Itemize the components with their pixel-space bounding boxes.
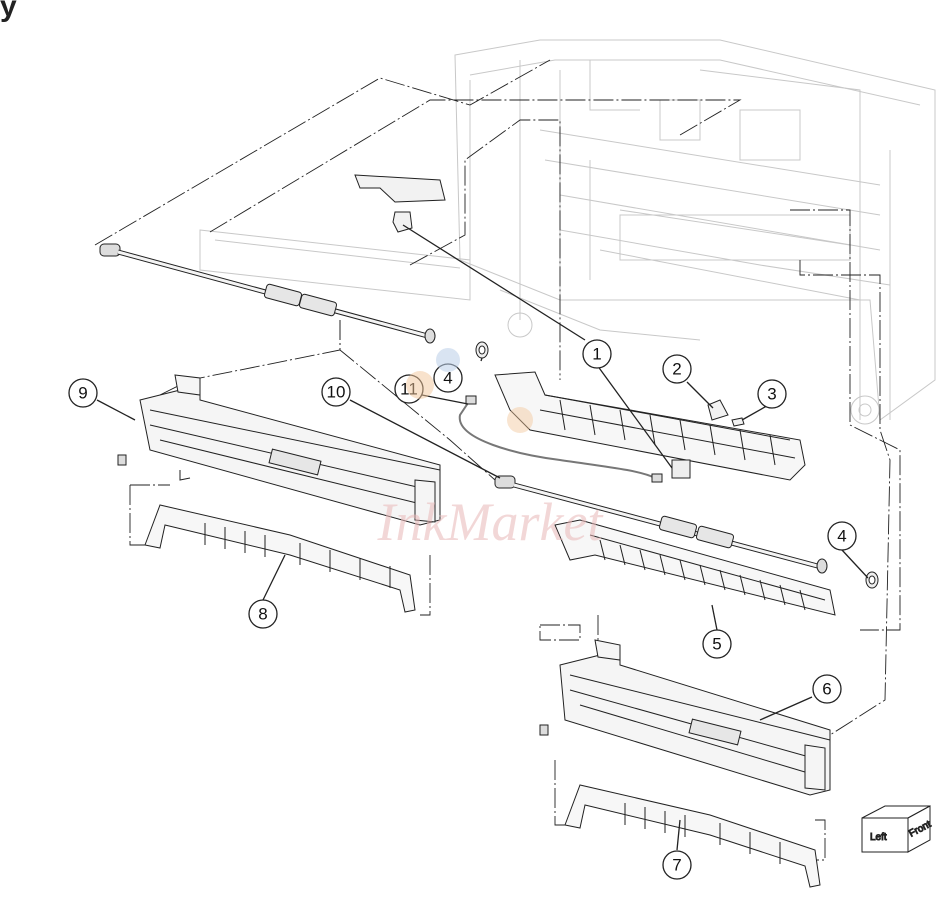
callout-label-1: 1	[592, 345, 601, 364]
lower-roller-shaft	[494, 475, 828, 574]
exit-assembly-left	[117, 374, 441, 526]
callout-label-9: 9	[78, 384, 87, 403]
callout-label-4b: 4	[837, 527, 846, 546]
bushing-upper	[475, 341, 489, 359]
paper-guide-lower	[554, 519, 836, 616]
callout-circle-7	[662, 850, 692, 880]
callout-circle-2	[662, 354, 692, 384]
paper-guide-upper	[494, 371, 806, 481]
watermark-text: InkMarket	[377, 492, 605, 552]
callout-circle-10	[321, 377, 351, 407]
callout-label-3: 3	[767, 385, 776, 404]
sensor-2	[707, 399, 729, 421]
watermark: InkMarket	[377, 348, 605, 552]
callout-label-8: 8	[258, 605, 267, 624]
orientation-left-label: Left	[870, 832, 887, 843]
callout-circle-3	[757, 379, 787, 409]
upper-roller-shaft	[99, 243, 436, 344]
callout-circle-9	[68, 378, 98, 408]
cover-left	[144, 504, 416, 613]
callout-label-6: 6	[822, 680, 831, 699]
orientation-cube: Left Front	[861, 805, 934, 853]
exit-assembly-right	[539, 639, 831, 796]
screw-3	[731, 417, 745, 427]
callout-circles	[68, 339, 857, 880]
callout-label-10: 10	[327, 383, 346, 402]
callout-label-2: 2	[672, 360, 681, 379]
page-title-fragment: y	[0, 0, 17, 23]
bushing-lower	[865, 571, 879, 589]
callout-label-5: 5	[712, 635, 721, 654]
printer-frame-ghost	[199, 39, 936, 425]
callout-label-7: 7	[672, 856, 681, 875]
callout-circle-4b	[827, 521, 857, 551]
callout-circle-1	[582, 339, 612, 369]
callout-label-4a: 4	[443, 369, 452, 388]
callout-leaders	[96, 224, 869, 851]
cover-right	[564, 784, 821, 888]
callout-circle-6	[812, 674, 842, 704]
callout-circle-8	[248, 599, 278, 629]
sensor-bracket-top	[354, 174, 446, 233]
callout-circle-5	[702, 629, 732, 659]
wire-harness	[458, 395, 663, 483]
